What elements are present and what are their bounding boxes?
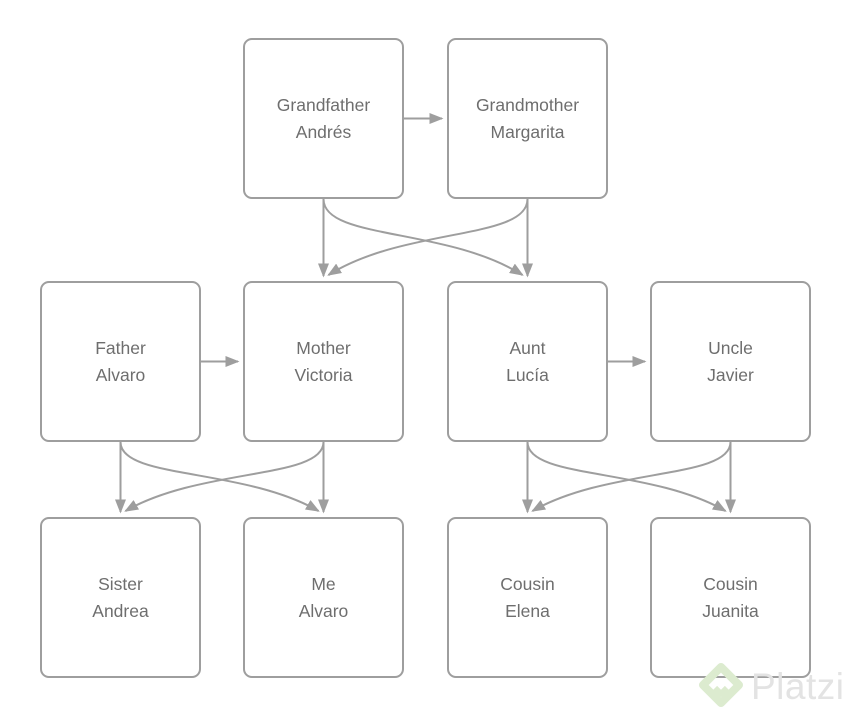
node-label-line1: Cousin bbox=[500, 573, 555, 594]
node-label-line1: Uncle bbox=[708, 337, 753, 358]
node-label-line1: Cousin bbox=[703, 573, 758, 594]
node-label-line2: Alvaro bbox=[95, 364, 146, 385]
node-label-line1: Mother bbox=[296, 337, 351, 358]
node-label-line2: Andrea bbox=[92, 600, 149, 621]
node-label-line1: Aunt bbox=[509, 337, 546, 358]
node-label-line2: Lucía bbox=[506, 364, 549, 385]
node-label-line1: Me bbox=[311, 573, 336, 594]
node-label-line2: Victoria bbox=[294, 364, 353, 385]
edge-grandmother-mother bbox=[327, 198, 529, 276]
platzi-logo-icon bbox=[699, 663, 743, 707]
edge-aunt-cousin-juanita bbox=[526, 441, 727, 512]
node-label-line1: Father bbox=[95, 337, 146, 358]
edge-father-me bbox=[119, 441, 320, 512]
node-label-line2: Elena bbox=[505, 600, 550, 621]
node-label-line1: Grandfather bbox=[276, 94, 371, 115]
node-label-line2: Alvaro bbox=[298, 600, 349, 621]
node-label-line2: Juanita bbox=[702, 600, 759, 621]
node-label-line2: Andrés bbox=[295, 121, 352, 142]
platzi-watermark: Platzi bbox=[696, 660, 844, 714]
node-label-line2: Margarita bbox=[490, 121, 565, 142]
node-label-line1: Sister bbox=[98, 573, 143, 594]
platzi-watermark-text: Platzi bbox=[751, 666, 845, 707]
edge-mother-sister bbox=[124, 441, 325, 512]
edge-uncle-cousin-elena bbox=[531, 441, 732, 512]
edge-grandfather-aunt bbox=[322, 198, 524, 276]
node-label-line1: Grandmother bbox=[475, 94, 580, 115]
node-label-line2: Javier bbox=[707, 364, 754, 385]
